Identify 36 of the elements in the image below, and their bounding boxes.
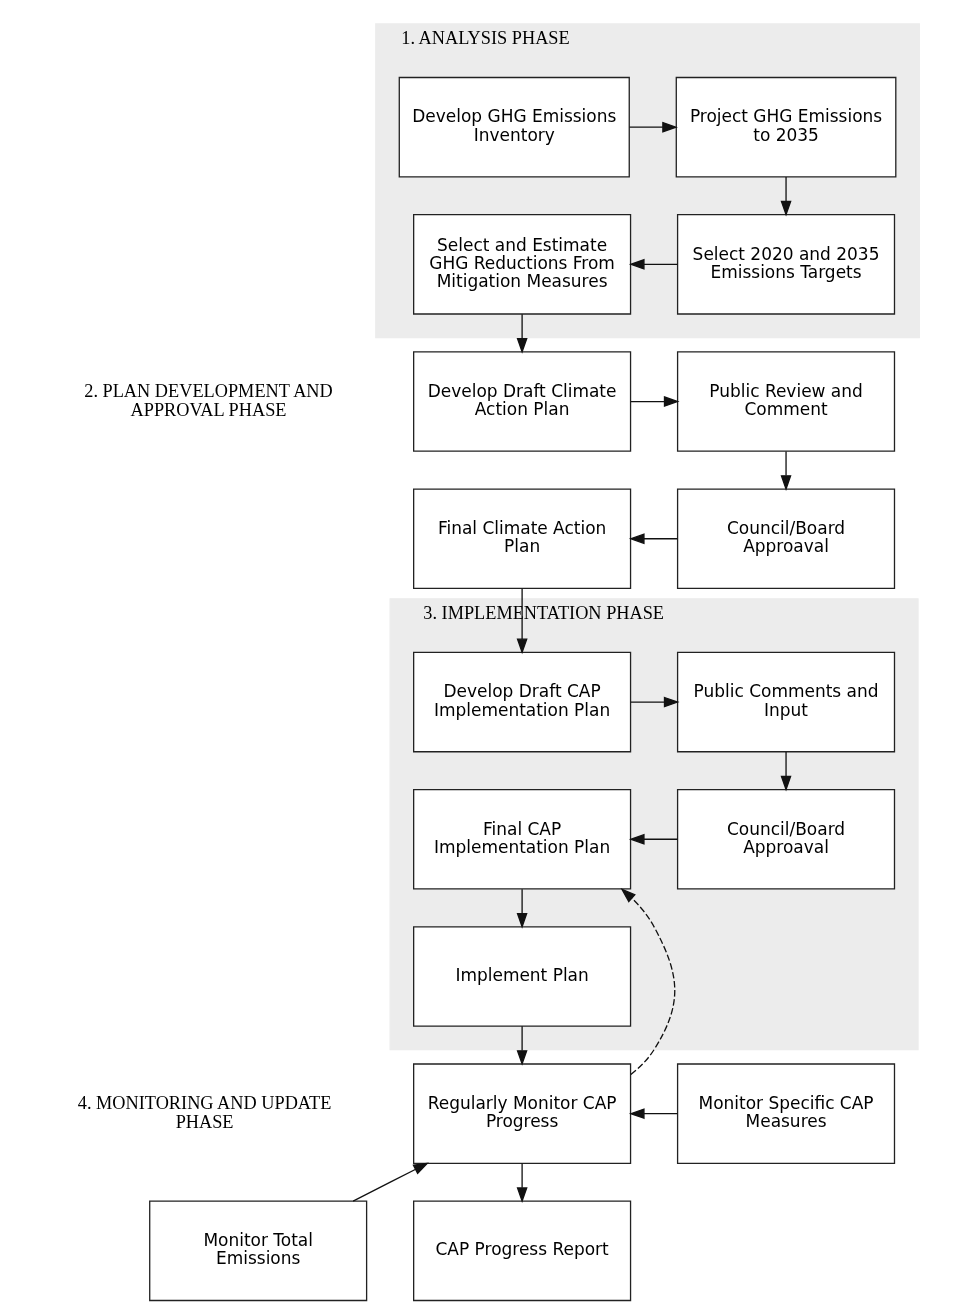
arrow: [516, 1025, 528, 1066]
arrow: [620, 888, 675, 1076]
arrow: [516, 313, 528, 354]
node-box: Public Comments and Input: [676, 651, 895, 753]
label: 4. MONITORING AND UPDATE PHASE: [77, 1092, 331, 1133]
arrow: [628, 121, 678, 133]
arrow: [780, 751, 792, 792]
node-box: Monitor Specific CAP Measures: [676, 1063, 895, 1164]
node-box: Project GHG Emissions to 2035: [675, 76, 896, 178]
node-box: Develop Draft CAP Implementation Plan: [412, 651, 631, 753]
node-box: Public Review and Comment: [676, 351, 895, 452]
arrow: [629, 696, 680, 708]
arrow: [628, 833, 678, 845]
arrow: [629, 396, 680, 408]
node-box: Select and Estimate GHG Reductions From Mitigation Measures: [412, 214, 631, 315]
node-box: Select 2020 and 2035 Emissions Targets: [676, 214, 895, 315]
node-box: Council/Board Approaval: [676, 788, 895, 890]
arrow: [516, 588, 528, 655]
node-box: Regularly Monitor CAP Progress: [412, 1063, 631, 1164]
arrow: [780, 450, 792, 491]
node-box: Council/Board Approaval: [676, 488, 895, 590]
arrow: [516, 888, 528, 929]
node-box: Implement Plan: [412, 926, 631, 1027]
arrow: [628, 1108, 678, 1120]
node-box: CAP Progress Report: [412, 1200, 631, 1302]
arrow: [780, 176, 792, 217]
node-box: Final CAP Implementation Plan: [412, 788, 631, 890]
node-box: Monitor Total Emissions: [148, 1200, 367, 1302]
arrow: [628, 533, 678, 545]
label: 2. PLAN DEVELOPMENT AND APPROVAL PHASE: [83, 380, 333, 421]
node-box: Develop Draft Climate Action Plan: [412, 351, 631, 452]
arrow: [628, 258, 678, 270]
arrow: [516, 1162, 528, 1204]
node-box: Develop GHG Emissions Inventory: [398, 76, 630, 178]
node-box: Final Climate Action Plan: [412, 488, 631, 590]
arrow: [351, 1162, 429, 1202]
